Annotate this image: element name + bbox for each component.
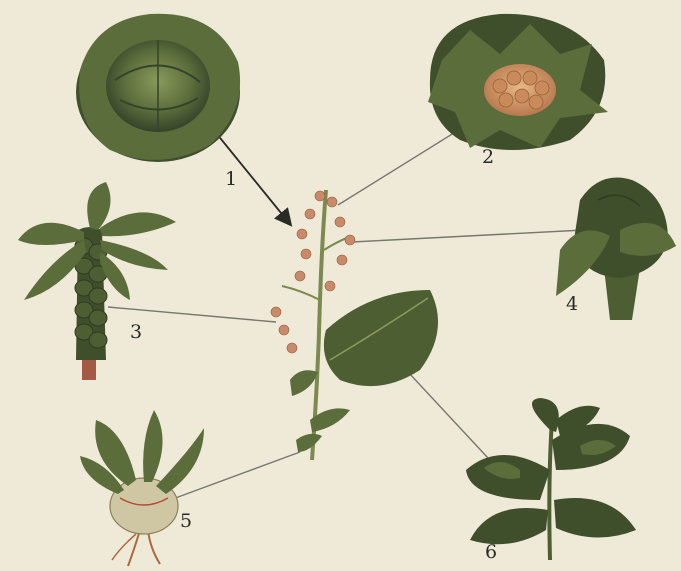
label-1: 1 bbox=[225, 168, 237, 190]
label-2: 2 bbox=[482, 146, 494, 168]
label-3: 3 bbox=[130, 321, 142, 343]
label-6: 6 bbox=[485, 541, 497, 563]
label-4: 4 bbox=[566, 293, 578, 315]
label-5: 5 bbox=[180, 510, 192, 532]
cabbage-illustration bbox=[76, 14, 240, 162]
